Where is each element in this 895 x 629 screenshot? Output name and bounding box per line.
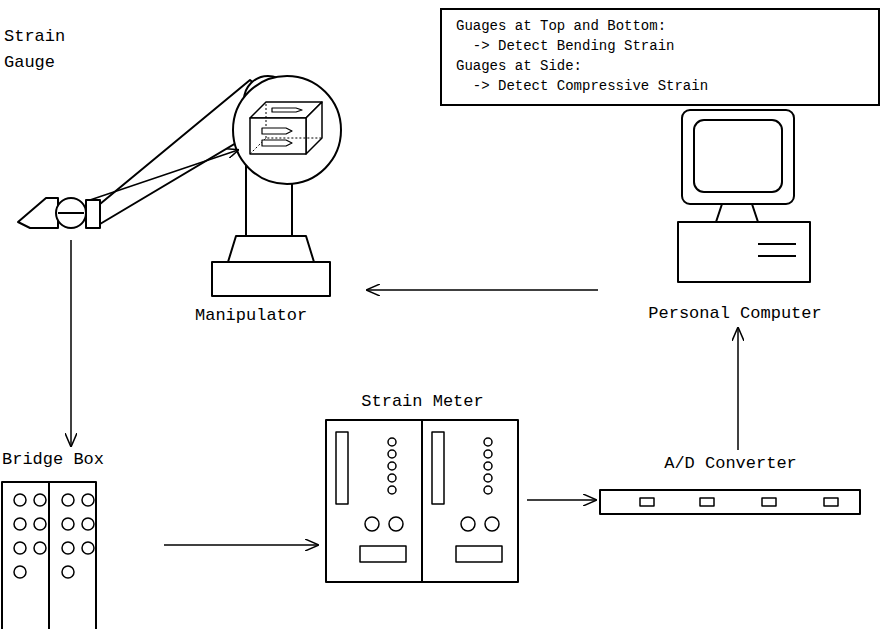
meter-display	[360, 546, 406, 562]
note-text: -> Detect Bending Strain	[456, 36, 674, 56]
meter-scale	[336, 432, 348, 504]
ad-channel	[762, 498, 776, 506]
meter-lamp	[484, 462, 492, 470]
bridge-terminal	[62, 518, 74, 530]
signal-arrow	[164, 544, 318, 546]
gauge-top	[272, 108, 302, 112]
bridge-terminal	[34, 542, 46, 554]
strain-gauge-node: Strain Gauge	[4, 24, 108, 238]
bridge-box	[2, 482, 96, 629]
bridge-divider	[48, 482, 50, 629]
manipulator-base	[212, 262, 330, 296]
meter-lamp	[484, 486, 492, 494]
bridge-terminal	[34, 518, 46, 530]
note-text: Guages at Top and Bottom:	[456, 16, 666, 36]
meter-panel	[326, 420, 422, 582]
meter-scale	[432, 432, 444, 504]
bridge-terminal	[14, 542, 26, 554]
note-text: Guages at Side:	[456, 56, 582, 76]
note-box: Guages at Top and Bottom:-> Detect Bendi…	[440, 8, 880, 106]
meter-lamp	[388, 474, 396, 482]
computer-case	[678, 222, 810, 282]
ad-converter-node: A/D Converter	[598, 452, 863, 518]
drive-slot-2	[758, 255, 796, 257]
bridge-terminal	[14, 518, 26, 530]
strain-meter-node: Strain Meter	[320, 390, 525, 584]
meter-panel	[422, 420, 518, 582]
ad-converter	[600, 490, 860, 514]
monitor	[682, 110, 794, 204]
meter-lamp	[388, 450, 396, 458]
meter-knob	[389, 517, 403, 531]
gauge-line	[58, 212, 84, 214]
drive-slot-1	[758, 243, 796, 245]
signal-arrow	[737, 328, 739, 450]
beam-side	[306, 102, 322, 154]
gauge-side-1	[262, 128, 292, 134]
note-text: -> Detect Compressive Strain	[456, 76, 708, 96]
wrist-flange	[86, 200, 100, 228]
computer-node: Personal Computer	[600, 104, 870, 326]
device-label: Manipulator	[195, 304, 307, 328]
manipulator-node: Manipulator	[195, 230, 365, 328]
signal-arrow	[70, 240, 72, 446]
signal-arrow	[527, 499, 596, 501]
bridge-terminal	[82, 518, 94, 530]
device-label: Strain Gauge	[4, 24, 75, 76]
meter-lamp	[388, 438, 396, 446]
bridge-terminal	[62, 494, 74, 506]
device-label: Personal Computer	[648, 302, 821, 326]
meter-knob	[461, 517, 475, 531]
beam-front	[250, 118, 306, 154]
bridge-terminal	[62, 542, 74, 554]
bridge-box-node: Bridge Box	[2, 448, 162, 629]
bridge-terminal	[14, 566, 26, 578]
magnify-arrow	[90, 150, 238, 200]
ad-channel	[640, 498, 654, 506]
monitor-screen	[694, 120, 782, 192]
bridge-terminal	[14, 494, 26, 506]
gripper	[18, 198, 58, 228]
magnified-view	[233, 76, 341, 184]
meter-display	[456, 546, 502, 562]
bridge-terminal	[62, 566, 74, 578]
signal-arrow	[367, 289, 598, 291]
device-label: Strain Meter	[361, 390, 483, 414]
meter-lamp	[388, 462, 396, 470]
bridge-terminal	[34, 494, 46, 506]
meter-lamp	[484, 450, 492, 458]
device-label: A/D Converter	[664, 452, 797, 476]
meter-lamp	[484, 438, 492, 446]
bridge-terminal	[82, 494, 94, 506]
meter-knob	[365, 517, 379, 531]
manipulator-pedestal	[228, 236, 314, 262]
gauge-side-2	[262, 140, 292, 146]
device-label: Bridge Box	[2, 448, 104, 472]
strain-gauge-mount	[56, 198, 86, 228]
meter-lamp	[484, 474, 492, 482]
meter-knob	[485, 517, 499, 531]
ad-channel	[700, 498, 714, 506]
beam-hidden-edge	[250, 102, 322, 154]
ad-channel	[824, 498, 838, 506]
monitor-neck	[716, 204, 758, 222]
bridge-terminal	[82, 542, 94, 554]
meter-lamp	[388, 486, 396, 494]
